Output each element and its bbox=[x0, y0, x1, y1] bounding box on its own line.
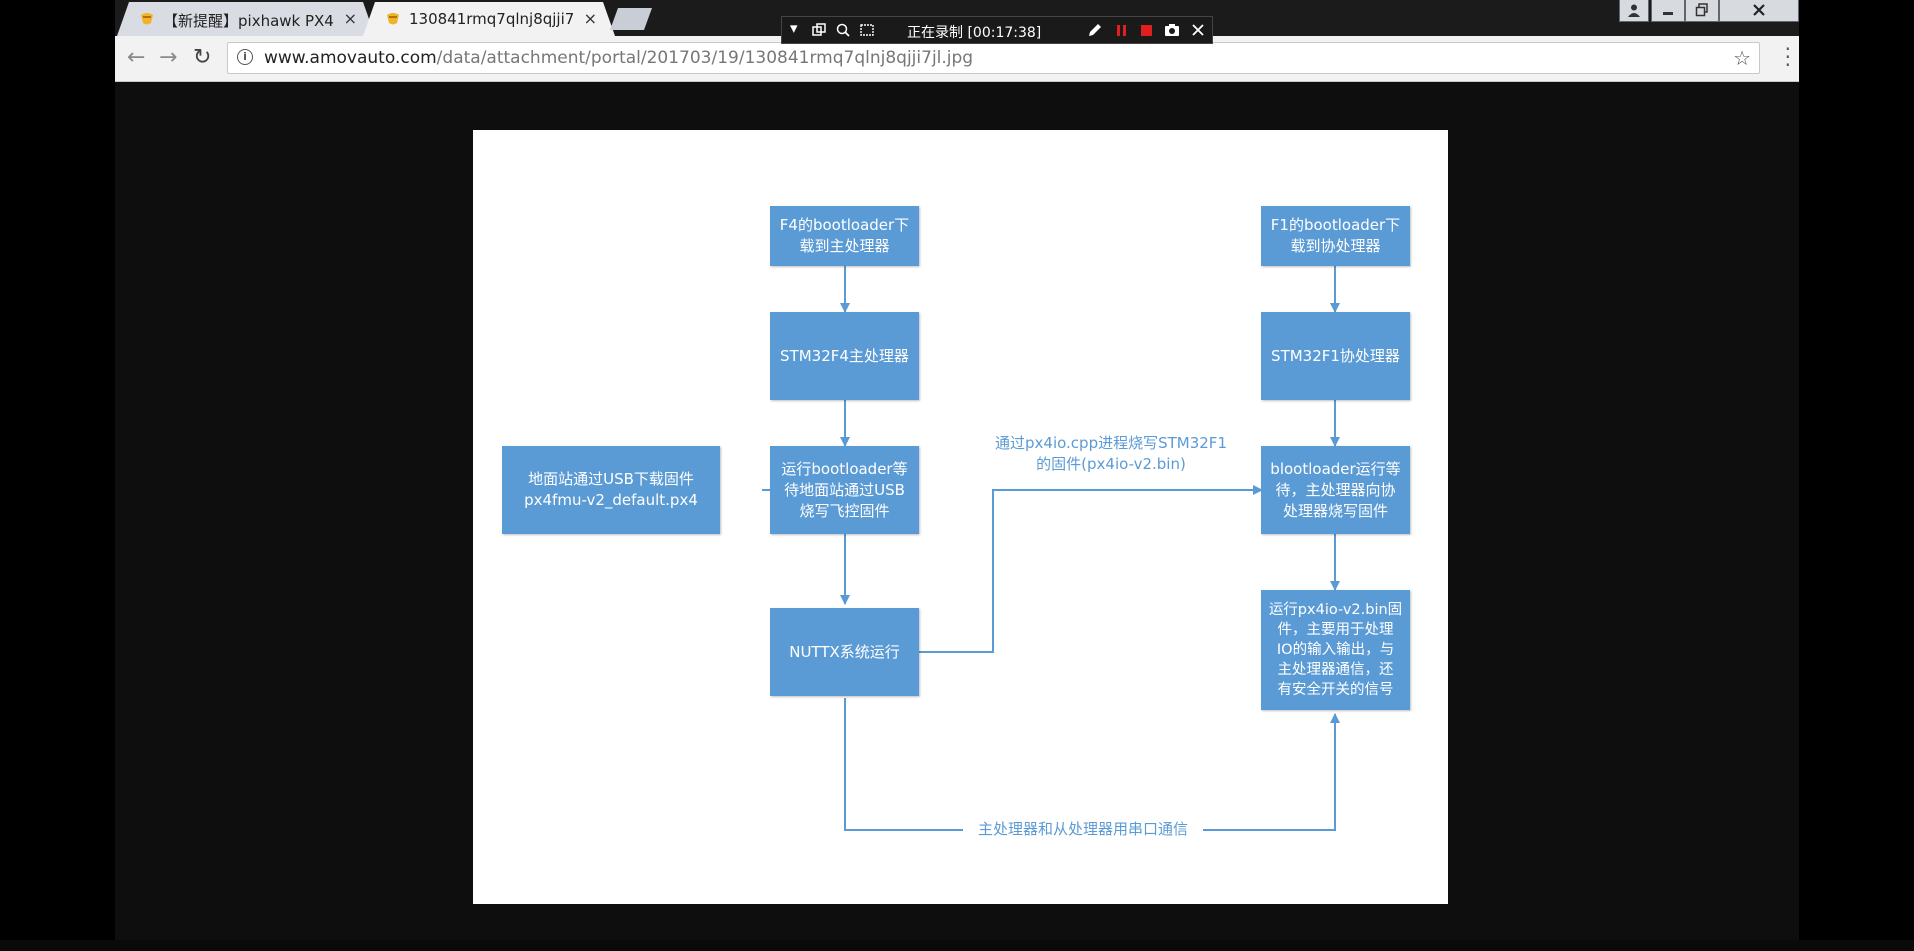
tab-title: 【新提醒】pixhawk PX4 bbox=[163, 12, 334, 30]
node-stm32f1: STM32F1协处理器 bbox=[1261, 312, 1410, 400]
back-button[interactable]: ← bbox=[127, 45, 146, 70]
node-bootloader-wait: blootloader运行等 待，主处理器向协 处理器烧写固件 bbox=[1261, 446, 1410, 534]
browser-window: 【新提醒】pixhawk PX4 × 130841rmq7qlnj8qjji7j… bbox=[115, 0, 1799, 951]
edge-label-flash-f1: 通过px4io.cpp进程烧写STM32F1 的固件(px4io-v2.bin) bbox=[986, 433, 1236, 475]
discuz-favicon-icon bbox=[139, 11, 155, 27]
menu-icon[interactable]: ··· bbox=[1784, 37, 1791, 77]
node-stm32f4: STM32F4主处理器 bbox=[770, 312, 919, 400]
close-icon[interactable] bbox=[1192, 24, 1204, 36]
url-text[interactable]: www.amovauto.com/data/attachment/portal/… bbox=[264, 48, 973, 68]
url-path: /data/attachment/portal/201703/19/130841… bbox=[436, 48, 974, 68]
arrow-serial-link bbox=[844, 698, 1340, 831]
edge-label-serial: 主处理器和从处理器用串口通信 bbox=[963, 819, 1203, 840]
windows-icon[interactable] bbox=[812, 23, 826, 37]
new-tab-button[interactable] bbox=[610, 8, 652, 30]
tab-title: 130841rmq7qlnj8qjji7jl.jpg bbox=[409, 10, 574, 28]
url-host: www.amovauto.com bbox=[264, 48, 437, 68]
bottom-edge bbox=[0, 940, 1914, 951]
tab-strip: 【新提醒】pixhawk PX4 × 130841rmq7qlnj8qjji7j… bbox=[115, 0, 1799, 36]
node-run-bootloader-main: 运行bootloader等 待地面站通过USB 烧写飞控固件 bbox=[770, 446, 919, 534]
user-icon[interactable] bbox=[1619, 0, 1649, 22]
tab-pixhawk[interactable]: 【新提醒】pixhawk PX4 × bbox=[117, 2, 375, 36]
minimize-icon[interactable] bbox=[1651, 0, 1685, 22]
recorder-toolbar: ▾ 正在录制 [00:17:38] bbox=[781, 16, 1213, 44]
node-ground-station: 地面站通过USB下载固件 px4fmu-v2_default.px4 bbox=[502, 446, 720, 534]
tab-image[interactable]: 130841rmq7qlnj8qjji7jl.jpg × bbox=[363, 2, 615, 36]
window-close-icon[interactable] bbox=[1719, 0, 1799, 22]
stop-icon[interactable] bbox=[1140, 24, 1153, 37]
close-icon[interactable]: × bbox=[343, 9, 357, 28]
zoom-icon[interactable] bbox=[836, 23, 850, 37]
right-black-margin bbox=[1799, 0, 1914, 951]
node-f4-bootloader: F4的bootloader下 载到主处理器 bbox=[770, 206, 919, 266]
recording-status: 正在录制 [00:17:38] bbox=[907, 25, 1042, 41]
pen-icon[interactable] bbox=[1087, 23, 1102, 38]
left-black-margin bbox=[0, 0, 115, 951]
reload-button[interactable]: ↻ bbox=[193, 45, 212, 70]
address-bar[interactable]: i www.amovauto.com/data/attachment/porta… bbox=[227, 42, 1760, 74]
close-icon[interactable]: × bbox=[583, 9, 597, 28]
pause-icon[interactable] bbox=[1115, 24, 1128, 37]
image-viewer: F4的bootloader下 载到主处理器 STM32F4主处理器 运行boot… bbox=[115, 82, 1799, 951]
region-icon[interactable] bbox=[860, 23, 874, 37]
node-px4io-firmware: 运行px4io-v2.bin固 件，主要用于处理 IO的输入输出，与 主处理器通… bbox=[1261, 590, 1410, 710]
arrow-nuttx-to-f1-bootloader bbox=[903, 485, 1263, 653]
restore-icon[interactable] bbox=[1685, 0, 1719, 22]
forward-button[interactable]: → bbox=[159, 45, 178, 70]
bookmark-star-icon[interactable]: ☆ bbox=[1733, 46, 1751, 70]
info-icon[interactable]: i bbox=[237, 49, 253, 65]
dropdown-icon[interactable]: ▾ bbox=[790, 19, 798, 37]
discuz-favicon-icon bbox=[385, 11, 401, 27]
node-nuttx: NUTTX系统运行 bbox=[770, 608, 919, 696]
camera-icon[interactable] bbox=[1164, 23, 1180, 37]
node-f1-bootloader: F1的bootloader下 载到协处理器 bbox=[1261, 206, 1410, 266]
flowchart-image: F4的bootloader下 载到主处理器 STM32F4主处理器 运行boot… bbox=[473, 130, 1448, 904]
